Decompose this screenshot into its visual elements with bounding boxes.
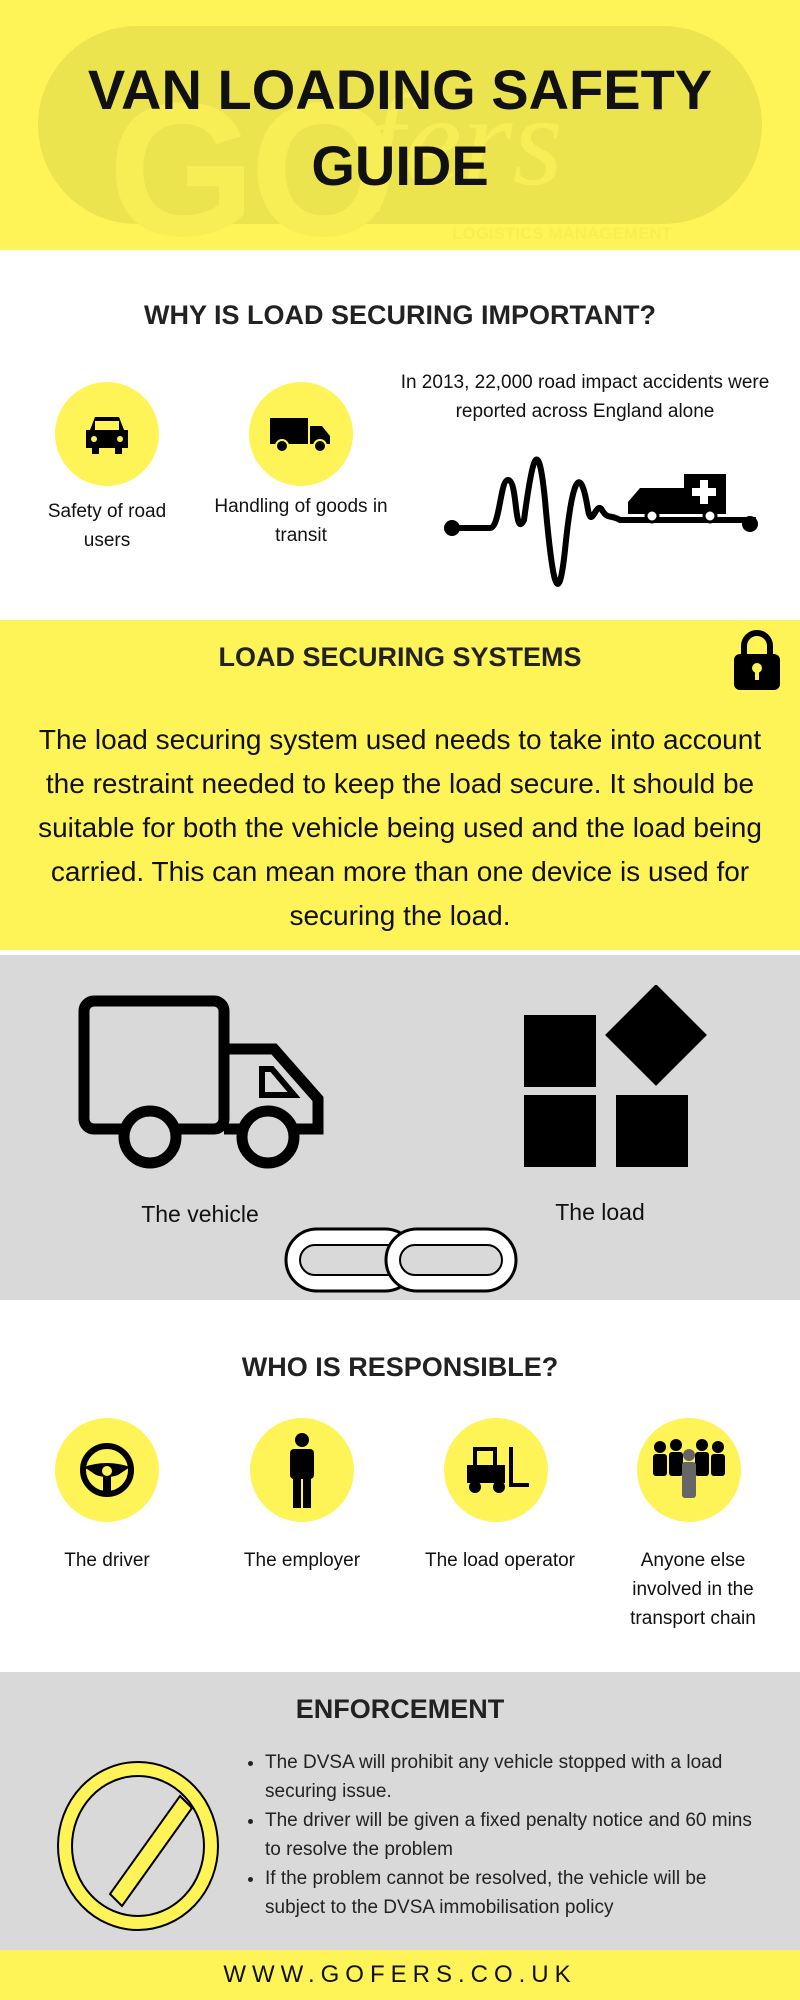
forklift-icon: [444, 1418, 548, 1522]
accident-stat: In 2013, 22,000 road impact accidents we…: [400, 372, 770, 422]
group-icon: [637, 1418, 741, 1522]
who-section: WHO IS RESPONSIBLE? The driver The emplo…: [0, 1300, 800, 1672]
chain-link-icon: [284, 1227, 518, 1293]
systems-heading: LOAD SECURING SYSTEMS: [218, 642, 582, 672]
who-item-label: The load operator: [425, 1550, 575, 1571]
padlock-icon: [734, 630, 780, 690]
why-item-label: Safety of road users: [47, 501, 167, 551]
logo-go: GO: [108, 64, 398, 276]
enforcement-bullet: If the problem cannot be resolved, the v…: [265, 1864, 765, 1922]
why-heading: WHY IS LOAD SECURING IMPORTANT?: [144, 300, 656, 330]
who-heading: WHO IS RESPONSIBLE?: [241, 1352, 559, 1382]
enforcement-bullet: The DVSA will prohibit any vehicle stopp…: [265, 1748, 765, 1806]
who-item-label: Anyone else involved in the transport ch…: [630, 1550, 756, 1629]
why-item-label: Handling of goods in transit: [214, 496, 388, 546]
vehicle-icon: [78, 995, 324, 1169]
website-link[interactable]: WWW.GOFERS.CO.UK: [223, 1961, 577, 1988]
why-section: WHY IS LOAD SECURING IMPORTANT? Safety o…: [0, 250, 800, 620]
enforcement-list: The DVSA will prohibit any vehicle stopp…: [245, 1748, 765, 1922]
vehicle-load-section: The vehicle The load: [0, 955, 800, 1300]
footer: WWW.GOFERS.CO.UK: [0, 1950, 800, 2000]
header-banner: GO fers LOGISTICS MANAGEMENT VAN LOADING…: [0, 0, 800, 276]
who-item-label: The employer: [243, 1550, 361, 1571]
enforcement-heading: ENFORCEMENT: [295, 1694, 505, 1724]
who-item-label: The driver: [64, 1550, 150, 1571]
heartbeat-ambulance-icon: [444, 456, 758, 587]
prohibited-icon: [57, 1761, 219, 1931]
systems-body: The load securing system used needs to t…: [38, 724, 762, 931]
systems-section: LOAD SECURING SYSTEMS The load securing …: [0, 620, 800, 950]
vehicle-label: The vehicle: [141, 1201, 259, 1227]
steering-wheel-icon: [55, 1418, 159, 1522]
gofers-logo-watermark: GO fers LOGISTICS MANAGEMENT: [38, 26, 762, 276]
enforcement-bullet: The driver will be given a fixed penalty…: [265, 1806, 765, 1864]
car-icon: [55, 382, 159, 486]
logo-fers: fers: [368, 69, 563, 213]
page-title: VAN LOADING SAFETY GUIDE: [87, 58, 713, 197]
load-label: The load: [555, 1199, 645, 1225]
truck-icon: [249, 382, 353, 486]
load-boxes-icon: [524, 985, 707, 1167]
enforcement-section: ENFORCEMENT The DVSA will prohibit any v…: [0, 1672, 800, 1950]
person-icon: [250, 1418, 354, 1522]
logo-subtitle: LOGISTICS MANAGEMENT: [452, 224, 673, 243]
